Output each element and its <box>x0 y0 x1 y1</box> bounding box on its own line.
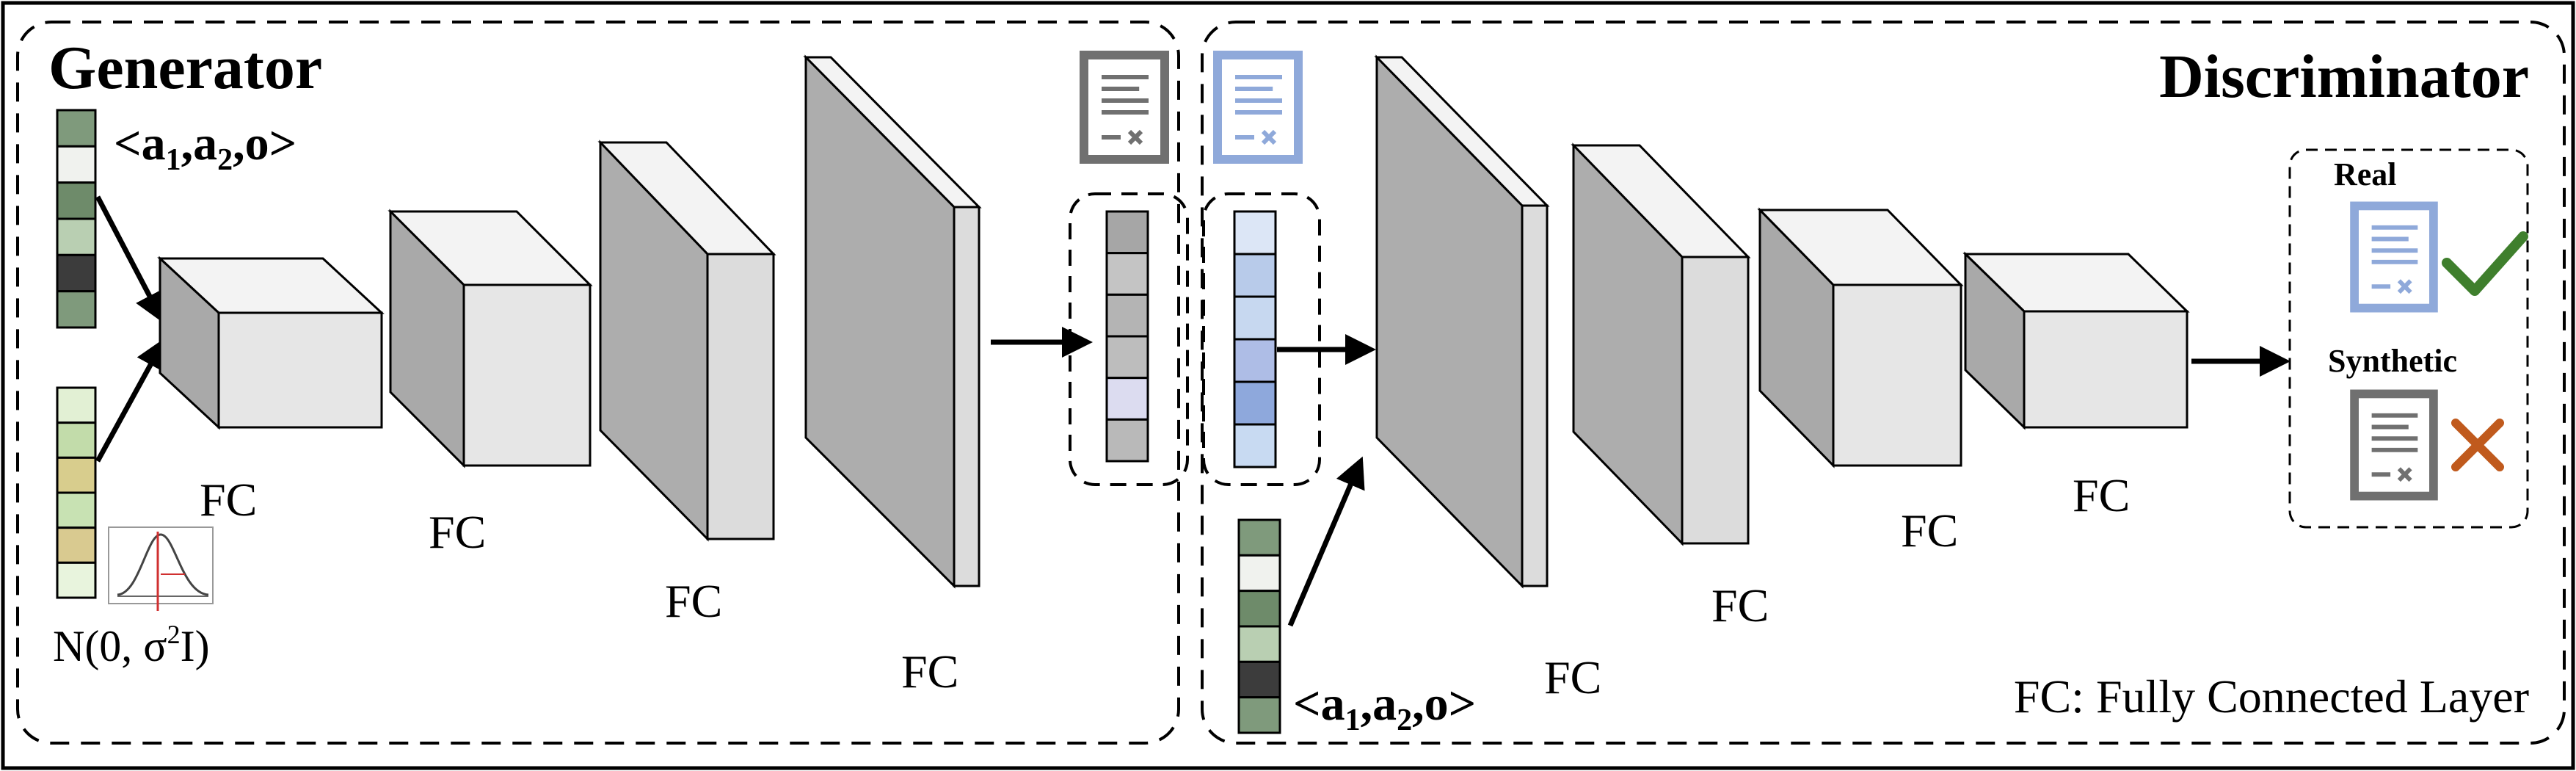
document-icon <box>1080 51 1169 164</box>
vector-cell <box>56 561 97 599</box>
discriminator-boundary <box>1201 21 2566 745</box>
discriminator-title: Discriminator <box>2159 43 2529 111</box>
vector-cell <box>1105 377 1149 421</box>
vector-cell <box>1233 253 1277 298</box>
synthetic-sample-vector <box>1105 210 1149 463</box>
generator-noise-vector <box>56 386 97 599</box>
vector-cell <box>56 526 97 564</box>
discriminator-fc-label-3: FC <box>1901 504 1958 557</box>
vector-cell <box>56 145 97 184</box>
output-panel <box>2288 148 2529 529</box>
discriminator-condition-vector <box>1237 518 1281 734</box>
generator-fc-layer-2 <box>388 209 593 468</box>
vector-cell <box>1233 210 1277 256</box>
condition-to-discriminator-arrow <box>1287 456 1365 627</box>
vector-cell <box>1237 518 1281 557</box>
vector-cell <box>1105 210 1149 255</box>
discriminator-section: Discriminator <a1,a2,o> FC FC <box>1069 21 2566 745</box>
discriminator-fc-label-2: FC <box>1711 579 1769 631</box>
vector-cell <box>56 456 97 494</box>
discriminator-fc-label-1: FC <box>1544 651 1601 703</box>
discriminator-fc-layer-1 <box>1374 54 1550 589</box>
discriminator-fc-layer-2 <box>1571 142 1751 546</box>
vector-cell <box>56 491 97 529</box>
vector-cell <box>1237 554 1281 593</box>
vector-cell <box>1233 295 1277 341</box>
vector-cell <box>56 181 97 220</box>
vector-cell <box>1233 380 1277 426</box>
vector-cell <box>1105 418 1149 463</box>
vector-cell <box>1237 625 1281 663</box>
discriminator-fc-layer-4 <box>1962 251 2190 430</box>
document-icon <box>2350 201 2438 313</box>
synthetic-label: Synthetic <box>2328 343 2457 379</box>
condition-to-fc-arrow <box>95 195 164 324</box>
generator-input-tuple: <a1,a2,o> <box>114 117 296 177</box>
vector-cell <box>56 217 97 256</box>
legend-text: FC: Fully Connected Layer <box>2014 670 2529 723</box>
vector-cell <box>1233 423 1277 468</box>
vector-cell <box>1233 338 1277 383</box>
vector-cell <box>1105 335 1149 380</box>
generator-fc-label-4: FC <box>901 645 958 698</box>
real-label: Real <box>2334 156 2397 192</box>
vector-cell <box>1105 252 1149 296</box>
vector-cell <box>1237 660 1281 699</box>
discriminator-fc-label-4: FC <box>2073 469 2130 521</box>
vector-cell <box>56 290 97 329</box>
check-icon <box>2442 231 2528 296</box>
vector-cell <box>56 253 97 293</box>
vector-cell <box>56 421 97 459</box>
generator-fc-label-2: FC <box>429 506 486 558</box>
generator-fc-layer-3 <box>597 140 776 542</box>
discriminator-fc-layer-3 <box>1757 207 1964 468</box>
vector-cell <box>56 386 97 424</box>
real-sample-holder <box>1202 192 1321 486</box>
discriminator-input-tuple: <a1,a2,o> <box>1293 677 1476 737</box>
generator-fc-label-3: FC <box>665 575 722 627</box>
document-icon <box>1213 51 1303 164</box>
cross-icon <box>2451 419 2504 471</box>
vector-cell <box>1105 293 1149 338</box>
generator-fc-layer-1 <box>157 256 385 430</box>
noise-distribution-label: N(0, σ2I) <box>53 620 210 670</box>
noise-to-fc-arrow <box>95 337 166 463</box>
gaussian-curve-icon <box>108 526 214 611</box>
generator-fc-layer-4 <box>803 54 982 589</box>
vector-cell <box>1237 590 1281 628</box>
generator-fc-label-1: FC <box>200 474 257 526</box>
generator-condition-vector <box>56 109 97 329</box>
synthetic-sample-holder <box>1069 192 1189 486</box>
document-icon <box>2350 389 2438 501</box>
generator-section: Generator <a1,a2,o> N(0, σ2I) FC <box>16 21 1180 745</box>
vector-cell <box>1237 696 1281 734</box>
vector-cell <box>56 109 97 148</box>
generator-title: Generator <box>48 34 322 102</box>
real-sample-vector <box>1233 210 1277 468</box>
